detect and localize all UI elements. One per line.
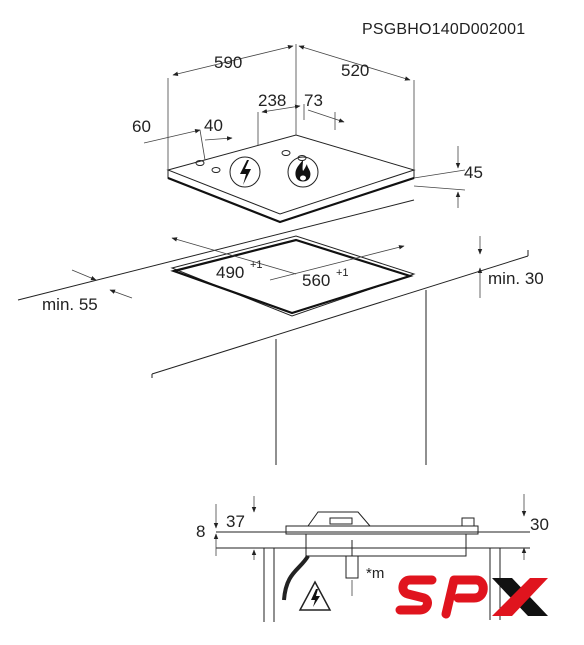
dimension-45: 45 <box>413 146 483 208</box>
dimension-490: 490 +1 <box>171 237 297 282</box>
dim-label-520: 520 <box>341 61 369 80</box>
dim-label-8: 8 <box>196 522 205 541</box>
document-code: PSGBHO140D002001 <box>362 21 525 38</box>
electric-warning-icon <box>298 580 332 611</box>
worktop <box>17 199 529 465</box>
gas-flame-icon <box>287 156 319 188</box>
dimension-60-40: 60 40 <box>132 116 233 161</box>
dim-label-min-30: min. 30 <box>488 269 544 288</box>
star-note: *m <box>366 565 384 582</box>
dim-label-40: 40 <box>204 116 223 135</box>
dimension-min-30: min. 30 <box>477 236 544 298</box>
dim-label-min-55: min. 55 <box>42 295 98 314</box>
dim-label-490-tol: +1 <box>250 259 263 271</box>
dimension-min-55: min. 55 <box>42 269 133 314</box>
hob-top <box>166 134 416 224</box>
dim-label-45: 45 <box>464 163 483 182</box>
dim-label-590: 590 <box>214 53 242 72</box>
dim-label-560: 560 <box>302 271 330 290</box>
dim-label-60: 60 <box>132 117 151 136</box>
cutout <box>170 235 416 317</box>
dimension-590: 590 <box>167 44 297 170</box>
dimension-520: 520 <box>298 45 415 170</box>
side-section: 8 37 30 *m <box>196 494 549 622</box>
dim-label-560-tol: +1 <box>336 267 349 279</box>
dim-label-238: 238 <box>258 91 286 110</box>
dim-label-73: 73 <box>304 91 323 110</box>
electric-bolt-icon <box>229 156 261 188</box>
dim-label-30: 30 <box>530 515 549 534</box>
dimension-238-73: 238 73 <box>257 91 345 145</box>
dim-label-37: 37 <box>226 512 245 531</box>
dim-label-490: 490 <box>216 263 244 282</box>
spx-logo <box>395 575 548 619</box>
dimension-560: 560 +1 <box>269 245 405 290</box>
